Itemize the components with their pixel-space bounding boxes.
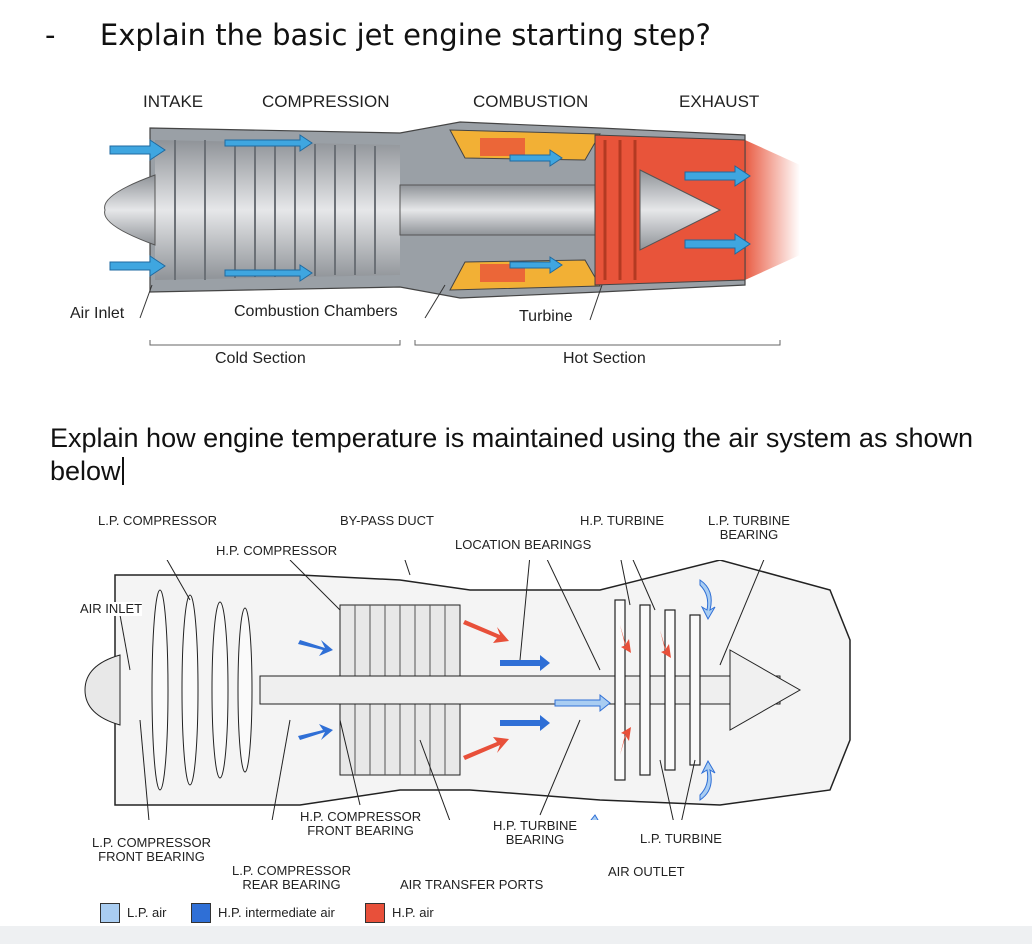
section-brackets [149,340,781,346]
legend-swatch-hp-intermediate-air [191,903,211,923]
label-exhaust: EXHAUST [679,92,760,111]
label-turbine: Turbine [519,308,573,325]
exhaust-cone [639,169,722,251]
label-intake: INTAKE [143,92,204,111]
question-1-text: Explain the basic jet engine starting st… [99,18,711,52]
label-lp-compressor-rear-bearing-line1: L.P. COMPRESSOR [232,863,351,878]
jet-engine-diagram [104,121,800,346]
label-air-outlet: AIR OUTLET [608,864,685,879]
label-lp-turbine-bearing-line1: L.P. TURBINE [708,513,790,528]
air-system-nose [84,654,121,726]
question-2-text: Explain how engine temperature is mainta… [50,423,973,486]
label-air-transfer-ports: AIR TRANSFER PORTS [400,877,544,892]
legend-swatch-lp-air [100,903,120,923]
label-hp-compressor: H.P. COMPRESSOR [216,543,338,558]
label-lp-turbine-bearing-line2: BEARING [719,527,779,542]
label-lp-compressor-rear-bearing-line2: REAR BEARING [242,877,341,892]
bottom-bar [0,926,1032,944]
bullet-dash: - [45,18,56,52]
compressor-section [155,140,400,280]
label-lp-compressor-front-bearing: L.P. COMPRESSOR FRONT BEARING [92,836,211,864]
label-lp-turbine: L.P. TURBINE [640,831,722,846]
legend-label-hp-air: H.P. air [392,905,434,920]
text-cursor [121,457,124,485]
airflow-arrows [109,134,751,282]
air-flow-arrows [298,579,716,820]
legend-label-hp-intermediate-air: H.P. intermediate air [218,905,335,920]
label-combustion: COMBUSTION [473,92,589,111]
lp-compressor-blades [151,589,253,791]
label-combustion-chambers: Combustion Chambers [234,303,398,320]
label-lp-compressor-rear-bearing: L.P. COMPRESSOR REAR BEARING [232,864,351,892]
label-lp-compressor-front-bearing-line1: L.P. COMPRESSOR [92,835,211,850]
question-1: - Explain the basic jet engine starting … [45,18,711,52]
label-hp-compressor-front-bearing: H.P. COMPRESSOR FRONT BEARING [300,810,421,838]
label-hp-turbine-bearing: H.P. TURBINE BEARING [493,819,577,847]
compressor-blades [174,140,376,280]
air-system-exhaust-cone [729,649,802,731]
turbine-blades [603,140,637,280]
air-system-diagram [84,560,851,820]
legend-label-lp-air: L.P. air [127,905,167,920]
label-cold-section: Cold Section [215,350,306,367]
label-compression: COMPRESSION [262,92,390,111]
air-system-shaft [259,675,781,705]
label-hot-section: Hot Section [563,350,646,367]
turbine-discs [614,599,701,781]
label-hp-turbine-bearing-line1: H.P. TURBINE [493,818,578,833]
label-hp-compressor-front-bearing-line1: H.P. COMPRESSOR [300,809,422,824]
legend-swatch-hp-air [365,903,385,923]
main-shaft [399,184,601,236]
leader-lines [119,560,765,820]
question-2: Explain how engine temperature is mainta… [50,422,1020,488]
label-bypass-duct: BY-PASS DUCT [340,513,434,528]
label-location-bearings: LOCATION BEARINGS [455,537,592,552]
exhaust-plume [745,140,800,280]
label-air-inlet: Air Inlet [70,305,125,322]
label-air-inlet-2: AIR INLET [80,601,143,616]
nose-cone [104,174,156,246]
label-lp-compressor: L.P. COMPRESSOR [98,513,217,528]
label-lp-compressor-front-bearing-line2: FRONT BEARING [98,849,205,864]
label-lp-turbine-bearing: L.P. TURBINE BEARING [708,514,790,542]
label-hp-turbine: H.P. TURBINE [580,513,665,528]
label-hp-turbine-bearing-line2: BEARING [505,832,565,847]
label-hp-compressor-front-bearing-line2: FRONT BEARING [307,823,414,838]
